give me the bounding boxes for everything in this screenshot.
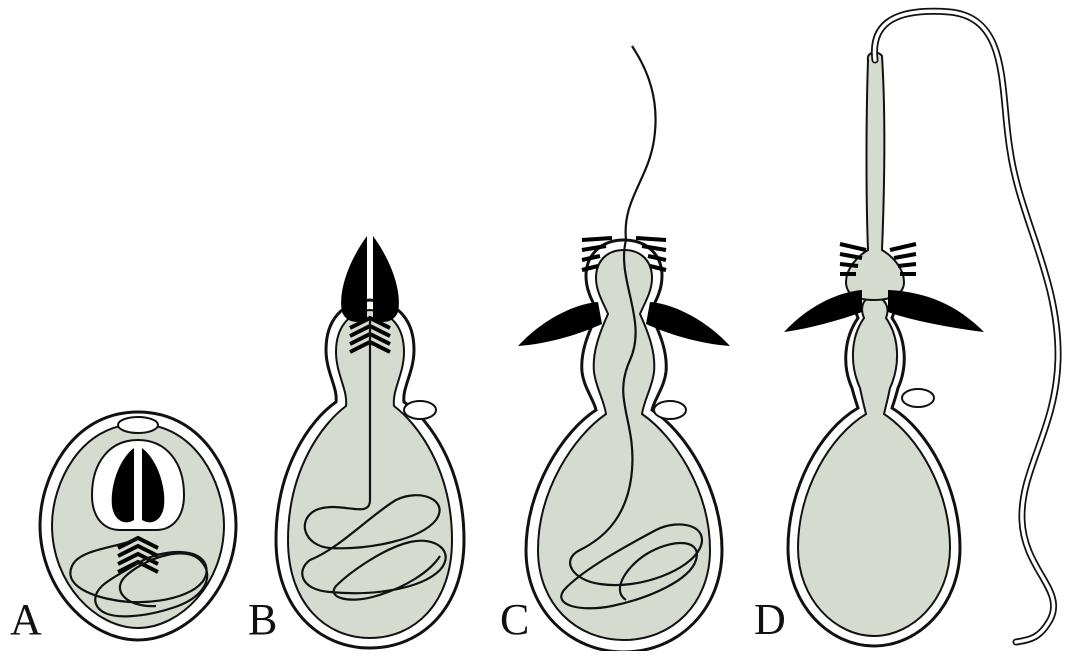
panel-b-stylet-left — [341, 236, 367, 322]
panel-d-drawing — [784, 11, 1058, 646]
panel-d-side-loop — [902, 389, 934, 407]
panel-d-capsule-body — [798, 296, 950, 636]
panel-b-stylet-right — [373, 236, 399, 322]
panel-c-drawing — [518, 46, 730, 651]
panel-b-side-loop — [404, 401, 436, 419]
panel-c-external-tubule — [626, 46, 656, 240]
panel-c-side-loop — [654, 401, 686, 419]
panel-d-stylet-left — [784, 290, 862, 332]
panel-label-c: C — [500, 598, 529, 642]
panel-label-a: A — [10, 598, 42, 642]
panel-b-drawing — [276, 236, 464, 648]
panel-label-b: B — [248, 598, 277, 642]
panel-d-stylet-right — [888, 290, 984, 332]
panel-d-everted-shaft — [846, 53, 904, 300]
panel-a-stylet-chamber — [92, 440, 184, 530]
panel-a-drawing — [40, 412, 236, 640]
panel-a-operculum — [118, 417, 158, 433]
panel-label-d: D — [754, 598, 786, 642]
